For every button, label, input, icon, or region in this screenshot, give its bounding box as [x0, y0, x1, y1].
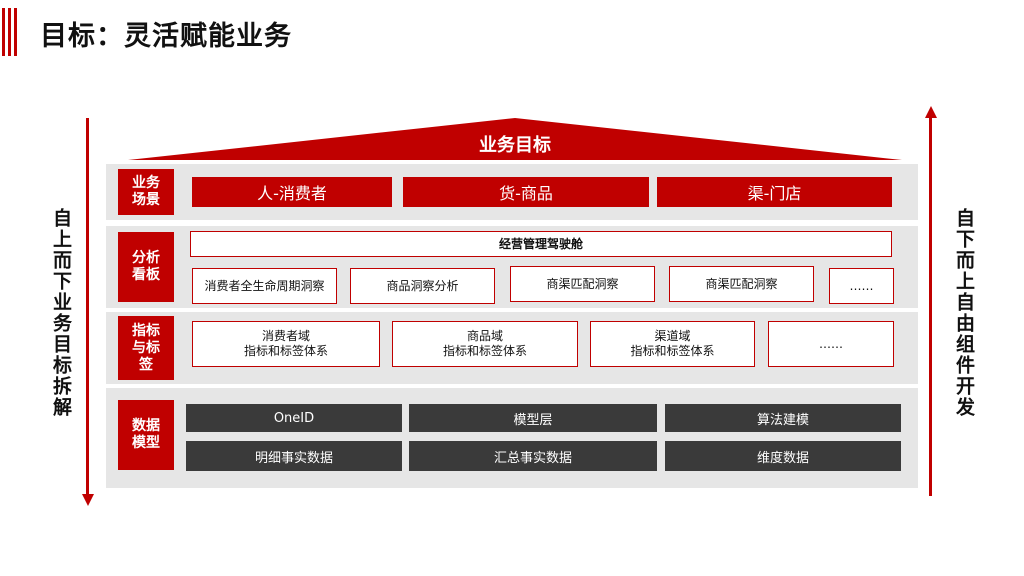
scenario-consumer: 人-消费者: [192, 177, 392, 207]
metrics-product-domain: 商品域 指标和标签体系: [392, 321, 578, 367]
right-axis-label: 自下而上自由组件开发: [953, 208, 975, 418]
dashboard-product-insight: 商品洞察分析: [350, 268, 495, 304]
layer-label-data-model: 数据 模型: [118, 400, 174, 470]
metrics-consumer-domain: 消费者域 指标和标签体系: [192, 321, 380, 367]
metrics-more: ……: [768, 321, 894, 367]
model-detail-fact: 明细事实数据: [186, 441, 402, 471]
dashboard-more: ……: [829, 268, 894, 304]
dashboard-channel-match-1: 商渠匹配洞察: [510, 266, 655, 302]
roof-label: 业务目标: [479, 135, 551, 156]
model-summary-fact: 汇总事实数据: [409, 441, 657, 471]
roof-triangle: [128, 118, 902, 160]
layer-label-business-scenario: 业务 场景: [118, 169, 174, 215]
model-model-layer: 模型层: [409, 404, 657, 432]
title-accent-bars: [0, 8, 26, 56]
metrics-channel-domain: 渠道域 指标和标签体系: [590, 321, 755, 367]
page-title: 目标：灵活赋能业务: [40, 21, 292, 52]
dashboard-channel-match-2: 商渠匹配洞察: [669, 266, 814, 302]
dashboard-consumer-lifecycle: 消费者全生命周期洞察: [192, 268, 337, 304]
layer-data-model: [106, 388, 918, 488]
right-axis-arrow-icon: [924, 106, 937, 118]
layer-label-analysis-dashboard: 分析 看板: [118, 232, 174, 302]
left-axis-label: 自上而下业务目标拆解: [50, 208, 72, 418]
right-axis-line: [929, 118, 932, 496]
left-axis-arrow-icon: [81, 494, 94, 506]
model-oneid: OneID: [186, 404, 402, 432]
layer-label-metrics-tags: 指标 与标 签: [118, 316, 174, 380]
model-dimension: 维度数据: [665, 441, 901, 471]
model-algorithm: 算法建模: [665, 404, 901, 432]
management-cockpit: 经营管理驾驶舱: [190, 231, 892, 257]
scenario-product: 货-商品: [403, 177, 649, 207]
scenario-store: 渠-门店: [657, 177, 892, 207]
left-axis-line: [86, 118, 89, 496]
